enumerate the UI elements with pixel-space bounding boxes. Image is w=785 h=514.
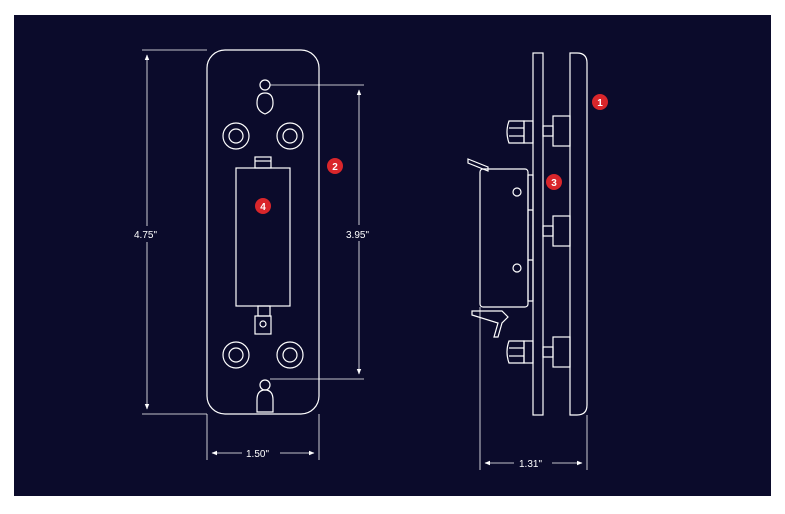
callout-4-label: 4	[260, 202, 266, 213]
switch-lever-bottom	[471, 310, 509, 338]
callout-1-label: 1	[597, 98, 603, 109]
middle-standoff	[542, 215, 571, 247]
upper-right-nut	[276, 122, 304, 150]
lower-left-nut	[222, 341, 250, 369]
dimension-width: 1.50"	[246, 449, 269, 460]
lower-standoff	[506, 336, 571, 368]
callout-3-label: 3	[551, 178, 557, 189]
bottom-keyhole	[256, 379, 274, 413]
mounting-plate-outline	[206, 49, 320, 415]
dimension-depth: 1.31"	[519, 459, 542, 470]
lower-right-nut	[276, 341, 304, 369]
side-dimensions	[479, 307, 588, 470]
dimension-overall-height: 4.75"	[134, 230, 157, 241]
callout-1: 1	[592, 94, 608, 110]
drawing-canvas: 4.75" 3.95" 1.50"	[14, 15, 771, 496]
technical-drawing: 4.75" 3.95" 1.50"	[134, 49, 608, 470]
front-view	[206, 49, 320, 415]
cover-plate	[569, 52, 588, 416]
back-plate	[532, 52, 544, 416]
callout-2-label: 2	[332, 162, 338, 173]
switch-lever-top	[467, 158, 489, 172]
callout-4: 4	[255, 198, 271, 214]
front-dimensions	[142, 49, 364, 460]
switch-body	[235, 156, 291, 335]
callout-3: 3	[546, 174, 562, 190]
side-view	[467, 52, 588, 416]
upper-standoff	[506, 115, 571, 147]
dimension-hole-spacing: 3.95"	[346, 230, 369, 241]
upper-left-nut	[222, 122, 250, 150]
callout-2: 2	[327, 158, 343, 174]
switch-side-body	[479, 168, 534, 308]
